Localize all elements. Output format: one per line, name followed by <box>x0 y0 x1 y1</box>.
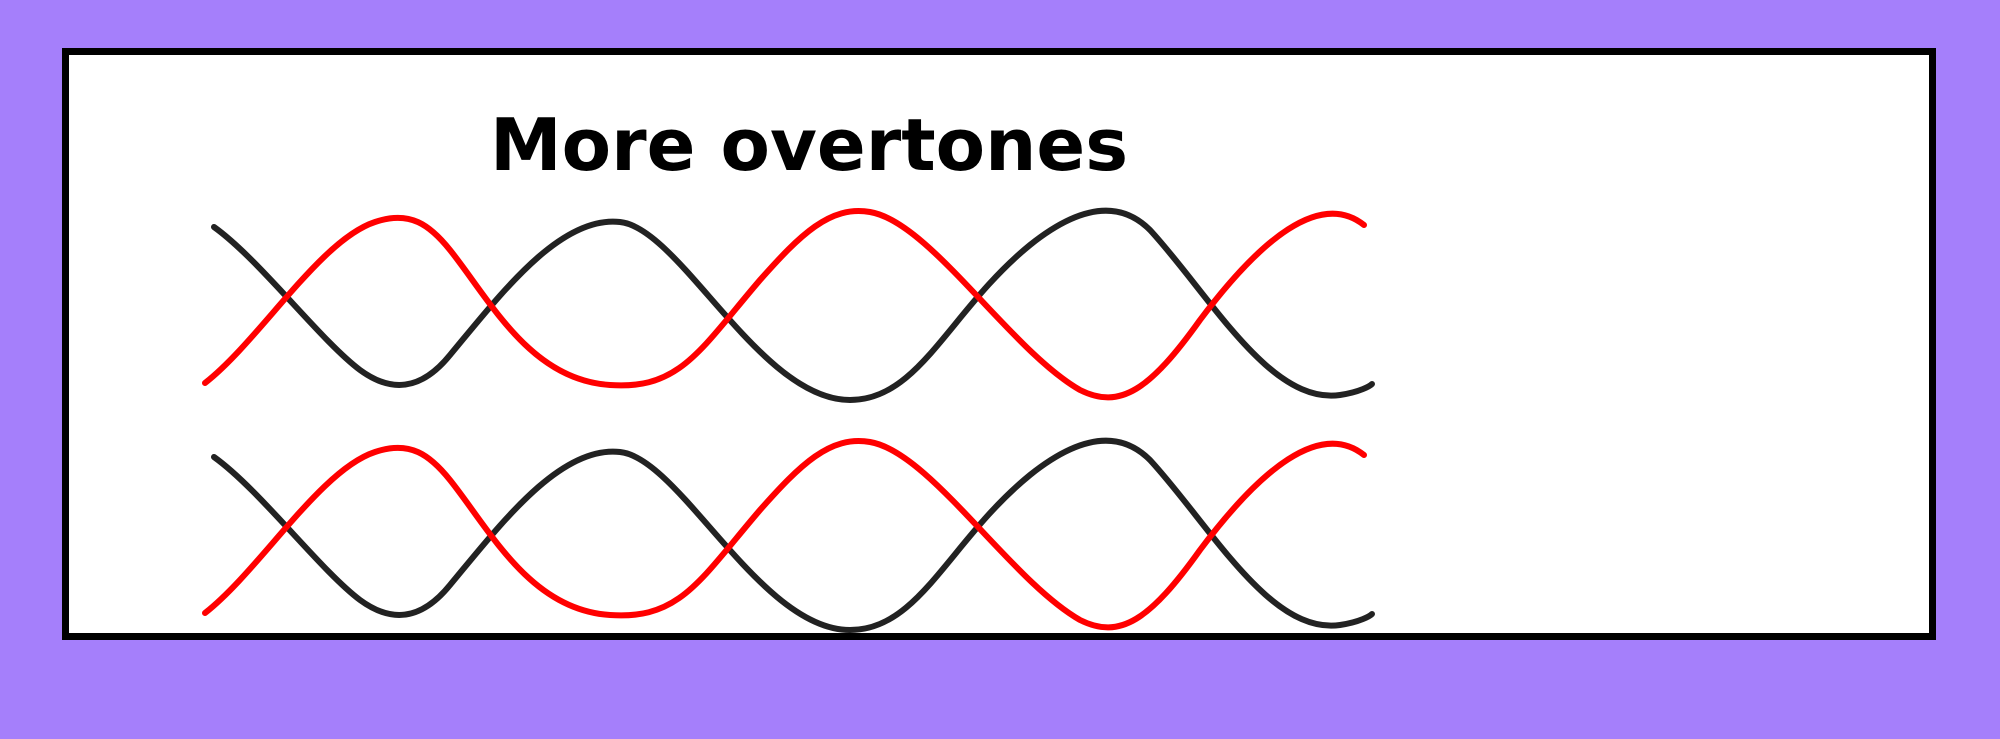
diagram-title: More overtones <box>490 103 1129 187</box>
